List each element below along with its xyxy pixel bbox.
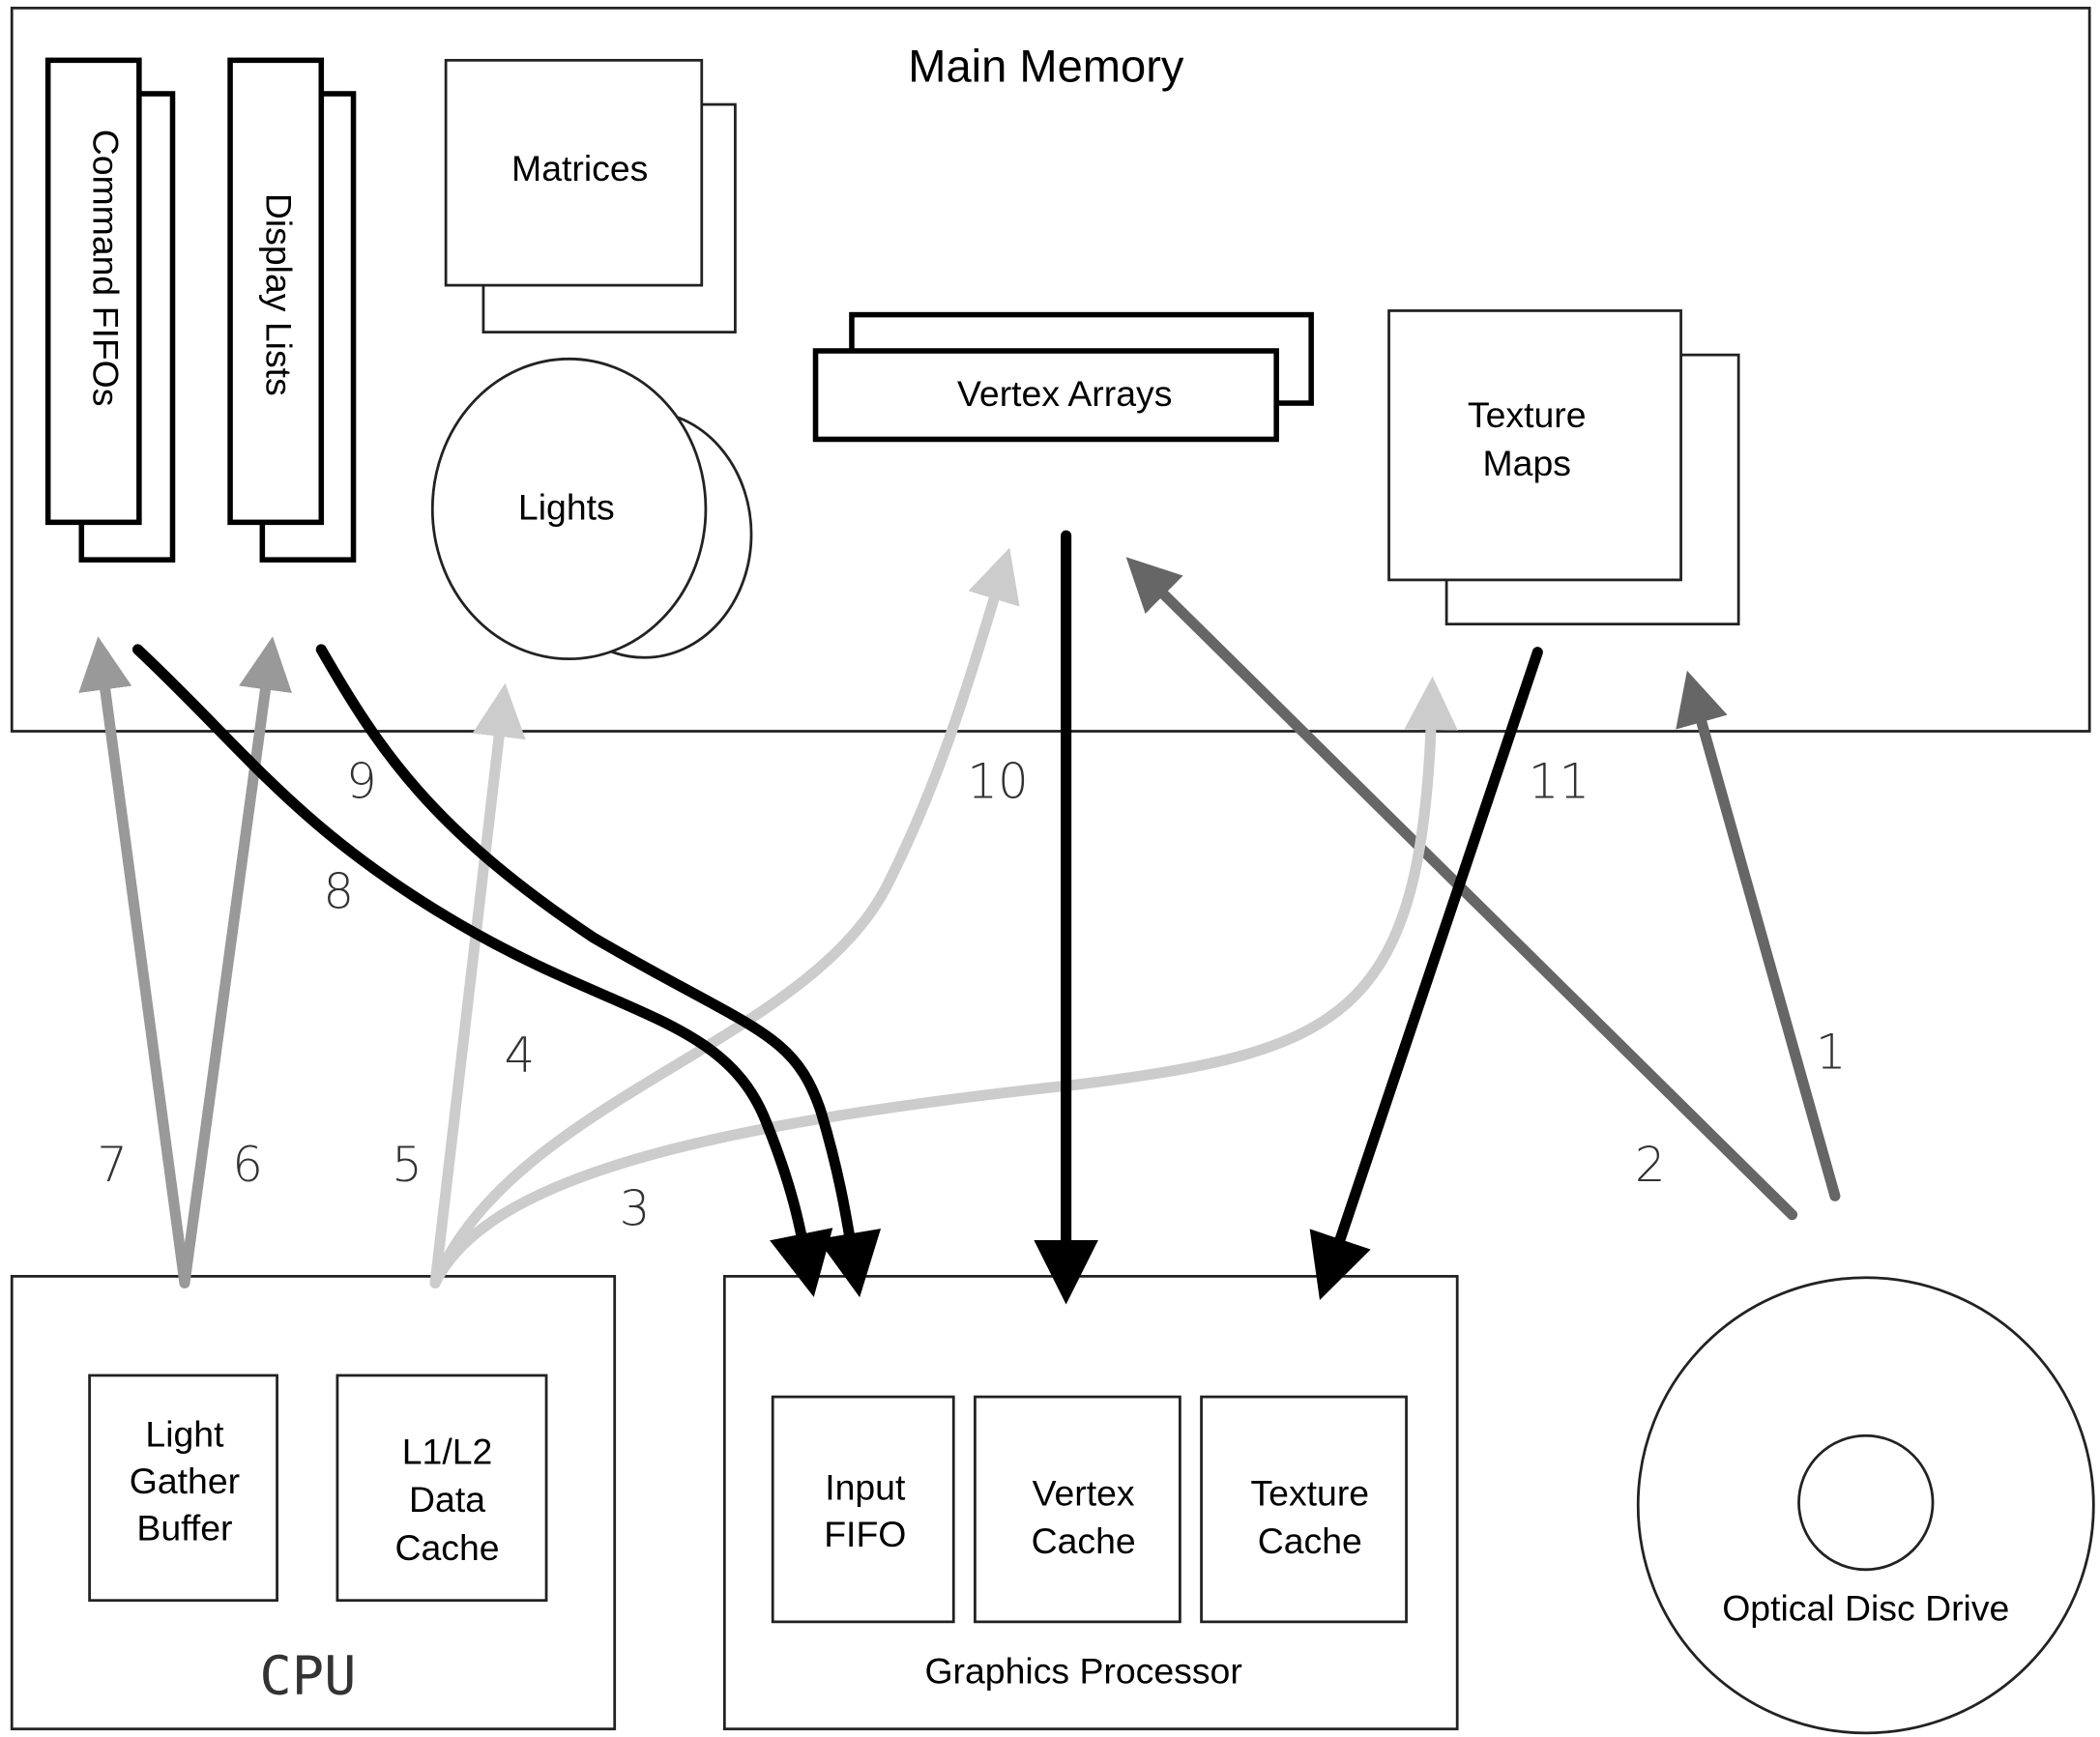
cache-label-3: Cache — [394, 1527, 499, 1568]
graphics-processor: Input FIFO Vertex Cache Texture Cache Gr… — [722, 1275, 1459, 1731]
light-gather-buffer[interactable]: Light Gather Buffer — [88, 1374, 278, 1603]
texture-maps-label-line1: Texture — [1468, 394, 1587, 435]
vertex-cache[interactable]: Vertex Cache — [974, 1395, 1181, 1624]
disc-hub-icon — [1797, 1433, 1935, 1572]
vertex-arrays-label: Vertex Arrays — [957, 373, 1172, 414]
flow-label-6: 6 — [232, 1137, 263, 1193]
input-fifo-label-1: Input — [825, 1467, 906, 1508]
texture-cache-label-2: Cache — [1258, 1520, 1362, 1561]
lgb-label-3: Buffer — [136, 1507, 232, 1548]
input-fifo-label-2: FIFO — [824, 1514, 906, 1554]
command-fifos-label: Command FIFOs — [86, 130, 127, 407]
flow-label-4: 4 — [504, 1027, 535, 1083]
cache-label-2: Data — [409, 1479, 485, 1520]
vertex-arrays[interactable]: Vertex Arrays — [812, 311, 1314, 443]
disc-label: Optical Disc Drive — [1722, 1587, 2009, 1628]
lights[interactable]: Lights — [430, 357, 753, 661]
lgb-label-2: Gather — [130, 1461, 240, 1501]
gpu-title: Graphics Processor — [924, 1651, 1241, 1692]
flow-label-11: 11 — [1529, 754, 1590, 810]
flow-label-7: 7 — [97, 1137, 128, 1193]
matrices[interactable]: Matrices — [444, 58, 737, 333]
texture-maps-label-line2: Maps — [1483, 443, 1571, 483]
flow-label-2: 2 — [1635, 1137, 1666, 1193]
matrices-label: Matrices — [511, 148, 648, 188]
cpu-title: CPU — [259, 1646, 356, 1708]
flow-9-arrow — [315, 644, 882, 1298]
flow-label-5: 5 — [392, 1137, 423, 1193]
flow-8-arrow — [131, 644, 833, 1297]
flow-2-arrow — [1125, 557, 1798, 1221]
flow-labels: 1 2 3 4 5 6 7 8 9 10 11 — [97, 754, 1846, 1237]
texture-maps[interactable]: Texture Maps — [1387, 309, 1740, 626]
lights-label: Lights — [518, 487, 615, 528]
lgb-label-1: Light — [145, 1413, 224, 1454]
flow-label-10: 10 — [967, 754, 1028, 810]
flow-label-1: 1 — [1816, 1025, 1847, 1081]
flows — [78, 530, 1841, 1305]
flow-label-3: 3 — [620, 1181, 651, 1237]
main-memory-title: Main Memory — [908, 41, 1184, 92]
command-fifos[interactable]: Command FIFOs — [44, 57, 176, 563]
flow-4-arrow — [429, 547, 1020, 1288]
flow-label-8: 8 — [323, 863, 354, 919]
flow-label-9: 9 — [346, 754, 377, 810]
input-fifo[interactable]: Input FIFO — [771, 1395, 955, 1624]
flow-11-arrow — [1309, 647, 1543, 1300]
optical-disc-drive[interactable]: Optical Disc Drive — [1636, 1276, 2095, 1735]
texture-cache-label-1: Texture — [1250, 1472, 1369, 1513]
flow-7-arrow — [78, 636, 190, 1288]
display-lists-label: Display Lists — [258, 193, 299, 396]
cpu: Light Gather Buffer L1/L2 Data Cache CPU — [10, 1275, 617, 1731]
vertex-cache-label-2: Cache — [1032, 1520, 1136, 1561]
data-cache[interactable]: L1/L2 Data Cache — [335, 1374, 548, 1603]
display-lists[interactable]: Display Lists — [227, 57, 357, 563]
main-memory: Main Memory Command FIFOs Display Lists … — [10, 6, 2091, 733]
flow-1-arrow — [1676, 670, 1841, 1201]
flow-3-arrow — [429, 676, 1458, 1288]
texture-cache[interactable]: Texture Cache — [1200, 1395, 1408, 1624]
vertex-cache-label-1: Vertex — [1033, 1472, 1135, 1513]
flow-5-arrow — [429, 682, 526, 1288]
cache-label-1: L1/L2 — [402, 1431, 493, 1471]
